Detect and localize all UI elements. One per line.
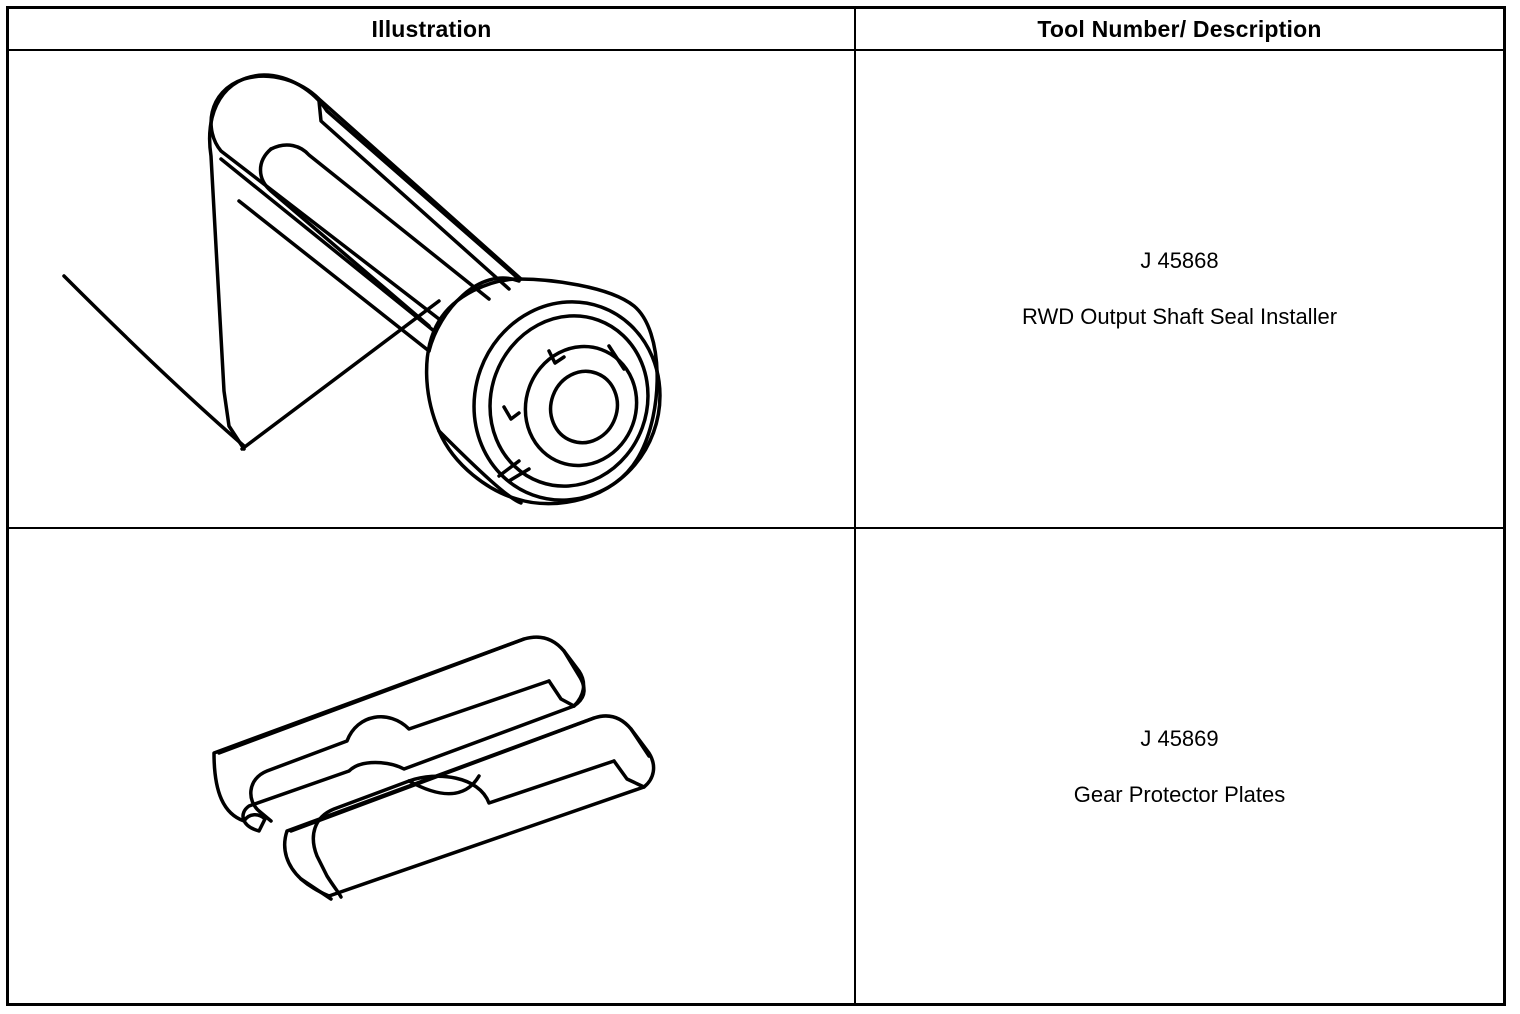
description-cell: J 45868 RWD Output Shaft Seal Installer [856, 51, 1503, 527]
seal-installer-icon [62, 73, 662, 506]
table-row: J 45868 RWD Output Shaft Seal Installer [9, 51, 1503, 529]
table-row: J 45869 Gear Protector Plates [9, 531, 1503, 1003]
header-tool-number-description: Tool Number/ Description [1037, 15, 1322, 42]
illustration-cell [9, 51, 854, 527]
tool-number: J 45869 [1140, 726, 1219, 751]
tool-description: Gear Protector Plates [1073, 782, 1286, 807]
gear-protector-plates-icon [212, 635, 656, 901]
table-header-row: Illustration Tool Number/ Description [9, 9, 1503, 51]
description-cell: J 45869 Gear Protector Plates [856, 531, 1503, 1003]
illustration-cell [9, 531, 854, 1003]
tool-table: Illustration Tool Number/ Description [6, 6, 1506, 1006]
header-illustration: Illustration [371, 15, 492, 42]
column-divider [854, 9, 856, 1003]
tool-number: J 45868 [1140, 248, 1219, 273]
tool-description: RWD Output Shaft Seal Installer [1021, 304, 1338, 329]
